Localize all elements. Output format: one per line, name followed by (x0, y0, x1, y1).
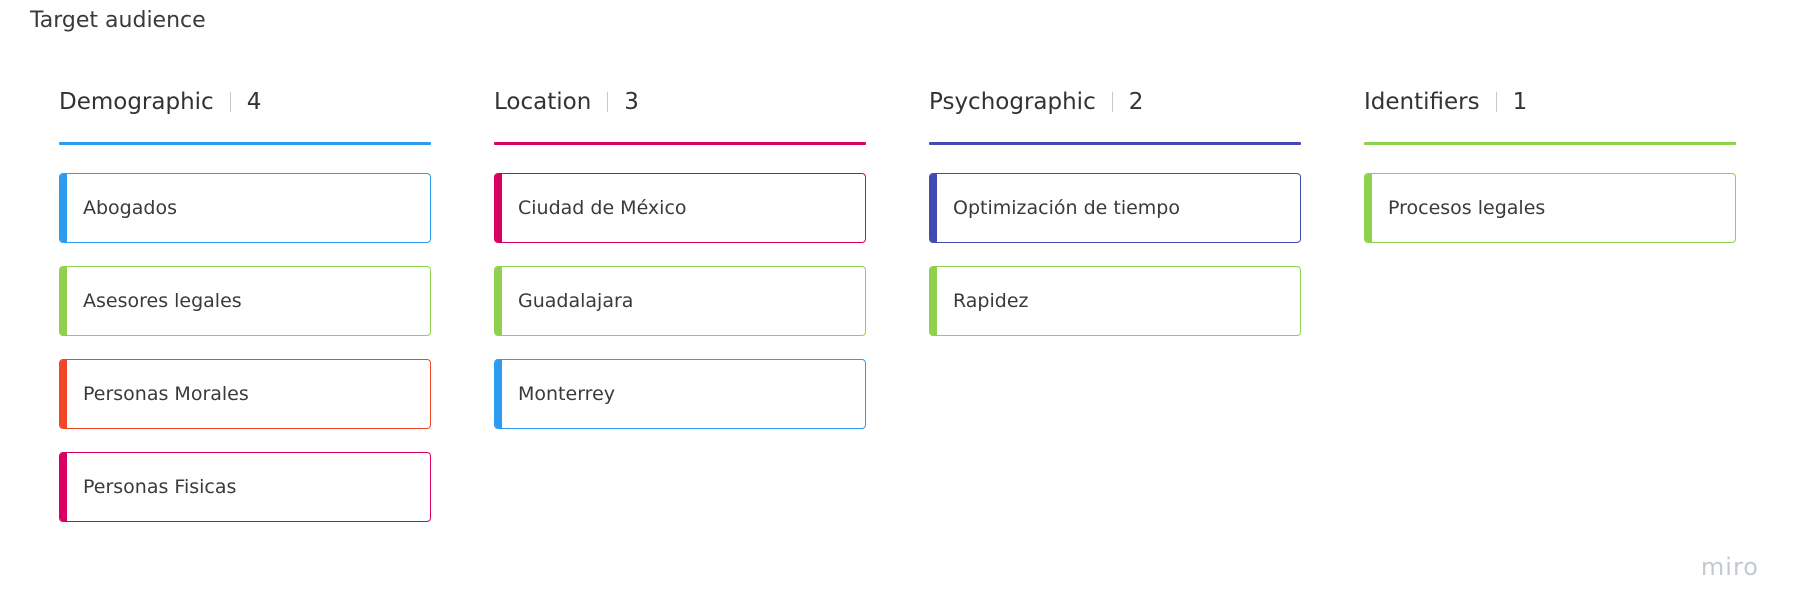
card-label: Personas Fisicas (83, 476, 237, 498)
column-header-divider (229, 92, 231, 112)
card[interactable]: Personas Morales (59, 359, 431, 429)
card-color-tag (495, 174, 502, 242)
column-title: Location (494, 89, 592, 115)
column-count: 3 (624, 89, 639, 115)
column-demographic: Demographic 4 Abogados Asesores legales … (59, 84, 431, 522)
column-count: 2 (1128, 89, 1144, 115)
card-label: Abogados (83, 197, 177, 219)
column-title: Demographic (59, 89, 214, 115)
card[interactable]: Asesores legales (59, 266, 431, 336)
miro-logo-watermark: miro (1700, 553, 1759, 581)
column-count: 4 (246, 89, 262, 115)
card-label: Optimización de tiempo (953, 197, 1180, 219)
card-label: Monterrey (518, 383, 616, 405)
column-title: Identifiers (1364, 89, 1480, 115)
card-color-tag (930, 267, 937, 335)
card[interactable]: Personas Fisicas (59, 452, 431, 522)
card-list: Optimización de tiempo Rapidez (929, 173, 1301, 336)
card-color-tag (60, 453, 67, 521)
board-title: Target audience (30, 8, 206, 33)
card-label: Procesos legales (1388, 197, 1546, 219)
column-header[interactable]: Location 3 (494, 84, 866, 120)
card-label: Guadalajara (518, 290, 634, 312)
column-color-rule (1364, 142, 1736, 145)
card-color-tag (930, 174, 937, 242)
card[interactable]: Monterrey (494, 359, 866, 429)
card[interactable]: Guadalajara (494, 266, 866, 336)
columns-container: Demographic 4 Abogados Asesores legales … (59, 84, 1736, 522)
column-identifiers: Identifiers 1 Procesos legales (1364, 84, 1736, 522)
card[interactable]: Optimización de tiempo (929, 173, 1301, 243)
column-header[interactable]: Psychographic 2 (929, 84, 1301, 120)
column-color-rule (494, 142, 866, 145)
card-color-tag (495, 267, 502, 335)
column-header-divider (1495, 92, 1497, 112)
card[interactable]: Ciudad de México (494, 173, 866, 243)
card[interactable]: Rapidez (929, 266, 1301, 336)
column-header-divider (1111, 92, 1113, 112)
card-list: Abogados Asesores legales Personas Moral… (59, 173, 431, 522)
column-header-divider (607, 92, 609, 112)
card-color-tag (60, 360, 67, 428)
card-list: Procesos legales (1364, 173, 1736, 243)
card-color-tag (60, 174, 67, 242)
column-psychographic: Psychographic 2 Optimización de tiempo R… (929, 84, 1301, 522)
card[interactable]: Procesos legales (1364, 173, 1736, 243)
card-list: Ciudad de México Guadalajara Monterrey (494, 173, 866, 429)
card-label: Personas Morales (83, 383, 249, 405)
card-color-tag (60, 267, 67, 335)
card[interactable]: Abogados (59, 173, 431, 243)
column-count: 1 (1512, 89, 1528, 115)
card-label: Ciudad de México (518, 197, 687, 219)
column-location: Location 3 Ciudad de México Guadalajara … (494, 84, 866, 522)
column-header[interactable]: Identifiers 1 (1364, 84, 1736, 120)
card-label: Asesores legales (83, 290, 242, 312)
column-header[interactable]: Demographic 4 (59, 84, 431, 120)
card-label: Rapidez (953, 290, 1029, 312)
column-color-rule (59, 142, 431, 145)
card-color-tag (495, 360, 502, 428)
column-title: Psychographic (929, 89, 1096, 115)
card-color-tag (1365, 174, 1372, 242)
column-color-rule (929, 142, 1301, 145)
